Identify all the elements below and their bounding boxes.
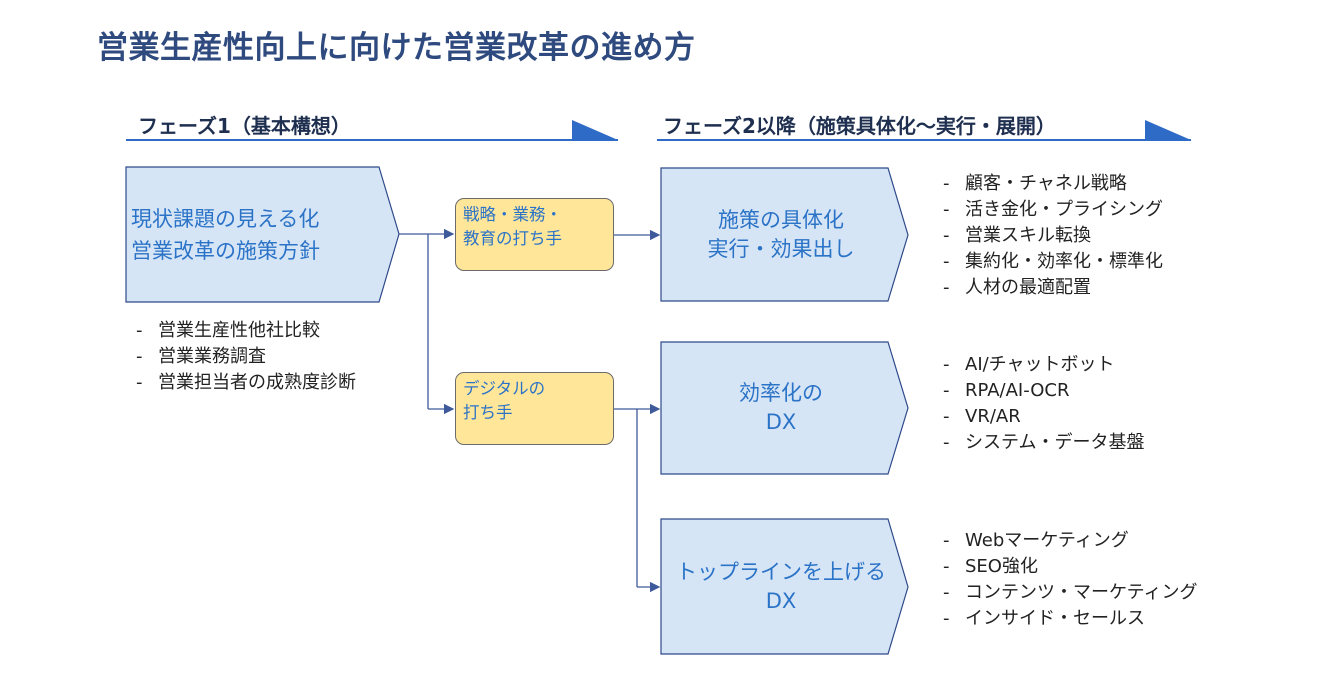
connector-main — [399, 228, 455, 415]
right-bullet-list-2: -AI/チャットボット -RPA/AI-OCR -VR/AR -システム・データ… — [943, 352, 1144, 456]
phase1-wedge-icon — [572, 120, 618, 140]
connector-yellow2 — [614, 403, 661, 593]
list-item: -顧客・チャネル戦略 — [943, 173, 1127, 194]
list-item: -営業スキル転換 — [943, 225, 1091, 246]
main-box-line2: 営業改革の施策方針 — [131, 238, 320, 263]
main-box-line1: 現状課題の見える化 — [131, 206, 320, 231]
list-item: -AI/チャットボット — [943, 354, 1115, 375]
main-bullet-list: -営業生産性他社比較 -営業業務調査 -営業担当者の成熟度診断 — [136, 318, 356, 396]
list-item: -営業生産性他社比較 — [136, 320, 320, 341]
right-chevron-shape-2 — [660, 341, 909, 475]
list-item: -コンテンツ・マーケティング — [943, 582, 1198, 603]
yellow-box-digital: デジタルの 打ち手 — [455, 372, 614, 445]
list-item: -インサイド・セールス — [943, 608, 1145, 629]
list-item: -システム・データ基盤 — [943, 432, 1145, 453]
phase1-label: フェーズ1（基本構想） — [138, 114, 351, 138]
list-item: -営業担当者の成熟度診断 — [136, 372, 356, 393]
phase2-wedge-icon — [1145, 120, 1191, 140]
list-item: -Webマーケティング — [943, 530, 1129, 551]
page-title: 営業生産性向上に向けた営業改革の進め方 — [97, 30, 696, 66]
right-box-1: 施策の具体化 実行・効果出し — [707, 207, 855, 261]
right-bullet-list-3: -Webマーケティング -SEO強化 -コンテンツ・マーケティング -インサイド… — [943, 528, 1198, 632]
phase2-underline — [657, 120, 1191, 141]
list-item: -人材の最適配置 — [943, 277, 1091, 298]
yellow-box-strategy: 戦略・業務・ 教育の打ち手 — [455, 198, 614, 271]
right-chevron-shape-1 — [660, 167, 909, 302]
right-box-3: トップラインを上げる DX — [676, 559, 886, 613]
list-item: -集約化・効率化・標準化 — [943, 251, 1163, 272]
list-item: -営業業務調査 — [136, 346, 266, 367]
list-item: -活き金化・プライシング — [943, 199, 1163, 220]
list-item: -RPA/AI-OCR — [943, 380, 1070, 401]
main-box: 現状課題の見える化 営業改革の施策方針 — [131, 167, 381, 302]
list-item: -SEO強化 — [943, 556, 1038, 577]
right-box-2: 効率化の DX — [739, 381, 823, 434]
main-chevron-shape — [125, 166, 400, 303]
right-chevron-shape-3 — [660, 518, 909, 655]
phase1-underline — [126, 120, 618, 141]
phase2-label: フェーズ2以降（施策具体化～実行・展開） — [663, 114, 1056, 138]
right-bullet-list-1: -顧客・チャネル戦略 -活き金化・プライシング -営業スキル転換 -集約化・効率… — [943, 171, 1163, 301]
list-item: -VR/AR — [943, 406, 1021, 427]
